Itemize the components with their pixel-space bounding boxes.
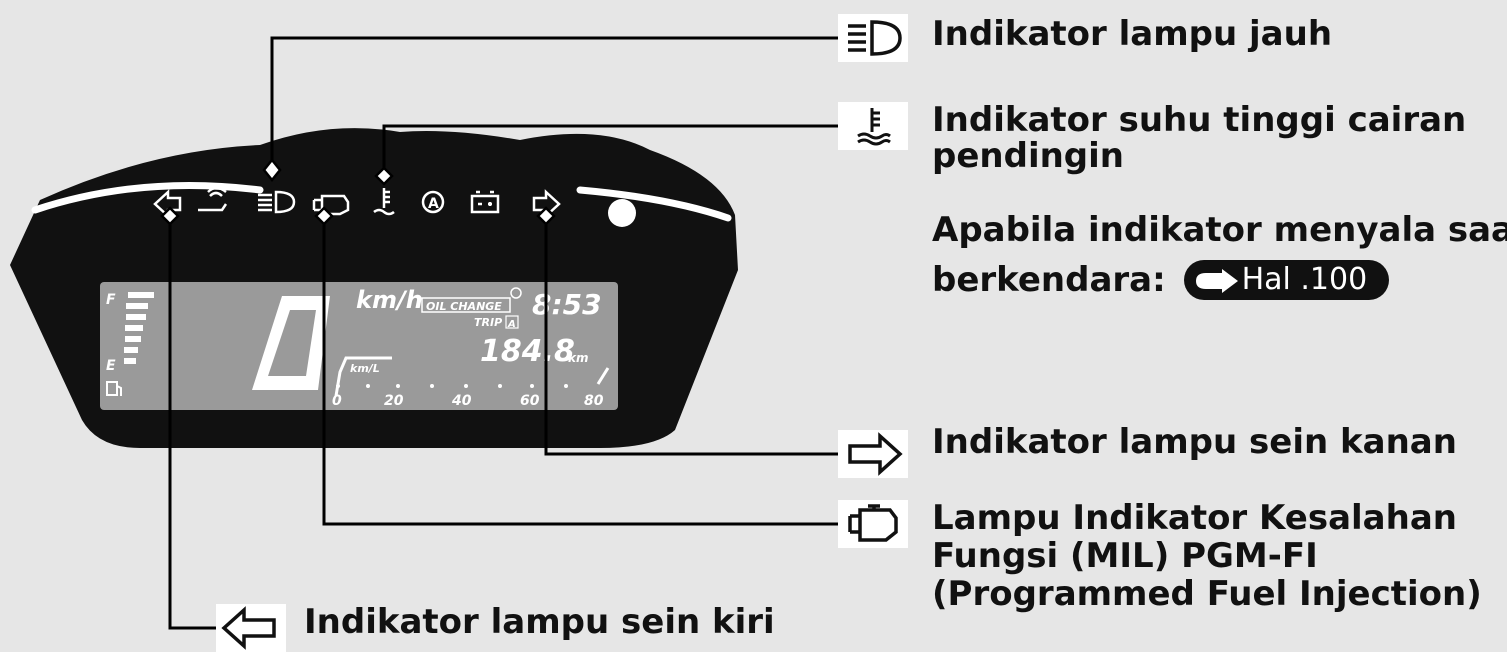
label-high-beam: Indikator lampu jauh <box>932 14 1333 54</box>
fuel-pump-icon <box>106 381 122 396</box>
economy-scale-end <box>596 367 610 385</box>
page-reference-text: Hal .100 <box>1241 262 1368 297</box>
note-line2-text: berkendara: <box>932 260 1166 300</box>
trip-id-box <box>505 315 519 329</box>
legend-coolant-icon <box>838 102 908 150</box>
cluster-accent-left <box>31 182 264 214</box>
high-beam-icon <box>258 190 296 214</box>
odometer-readout: 184.8 <box>480 334 575 369</box>
label-right-turn: Indikator lampu sein kanan <box>932 422 1457 462</box>
leader-left-turn <box>168 222 218 630</box>
left-turn-arrow-icon <box>153 189 182 219</box>
coolant-temperature-icon <box>373 188 395 216</box>
auto-stop-icon <box>421 190 445 214</box>
auto-stop-letter: A <box>428 196 439 212</box>
scale-label: 0 <box>332 393 342 409</box>
scale-label: 40 <box>451 393 472 409</box>
label-mil-line1: Lampu Indikator Kesalahan <box>932 498 1457 538</box>
fuel-gauge <box>124 292 154 364</box>
trip-label: TRIP <box>474 316 502 329</box>
note-line2: berkendara: Hal .100 <box>932 260 1390 302</box>
scale-label: 80 <box>584 393 604 409</box>
speed-unit: km/h <box>356 286 423 314</box>
label-mil-line2: Fungsi (MIL) PGM-FI <box>932 536 1318 576</box>
marker-coolant <box>374 166 394 186</box>
reference-arrow-icon <box>1195 268 1238 293</box>
leader-right-turn <box>544 222 840 456</box>
legend-left-turn-icon <box>216 604 286 652</box>
note-line1: Apabila indikator menyala saat <box>932 210 1507 250</box>
economy-scale-dots <box>336 384 568 388</box>
fuel-full-label: F <box>106 292 116 308</box>
label-mil-line3: (Programmed Fuel Injection) <box>932 574 1482 614</box>
legend-high-beam-icon <box>838 14 908 62</box>
label-left-turn: Indikator lampu sein kiri <box>304 602 775 642</box>
leader-coolant <box>382 124 840 170</box>
speed-digit-zero <box>252 296 330 390</box>
leader-high-beam <box>270 36 840 170</box>
lcd-panel <box>100 282 618 410</box>
oil-change-label: OIL CHANGE <box>426 300 502 313</box>
legend-engine-icon <box>838 500 908 548</box>
scale-label: 60 <box>520 393 540 409</box>
odometer-unit: km <box>568 351 588 365</box>
clock-readout: 8:53 <box>532 288 602 321</box>
economy-unit: km/L <box>350 362 380 375</box>
cluster-sensor-dot <box>608 199 636 227</box>
oil-change-box <box>421 297 511 313</box>
marker-right-turn <box>536 206 556 226</box>
cluster-accent-right <box>576 186 732 222</box>
leader-engine <box>322 222 840 526</box>
marker-left-turn <box>160 206 180 226</box>
battery-icon <box>470 190 500 214</box>
marker-high-beam <box>262 157 282 183</box>
legend-right-turn-icon <box>838 430 908 478</box>
marker-engine <box>314 206 334 226</box>
label-coolant-line1: Indikator suhu tinggi cairan <box>932 100 1467 140</box>
fuel-empty-label: E <box>106 358 116 374</box>
scale-label: 20 <box>384 393 404 409</box>
page-reference-link[interactable]: Hal .100 <box>1183 260 1390 300</box>
trip-id: A <box>507 319 516 330</box>
right-turn-arrow-icon <box>532 189 561 219</box>
clock-icon <box>510 287 522 299</box>
label-coolant-line2: pendingin <box>932 136 1124 176</box>
oil-pressure-icon <box>198 186 228 212</box>
